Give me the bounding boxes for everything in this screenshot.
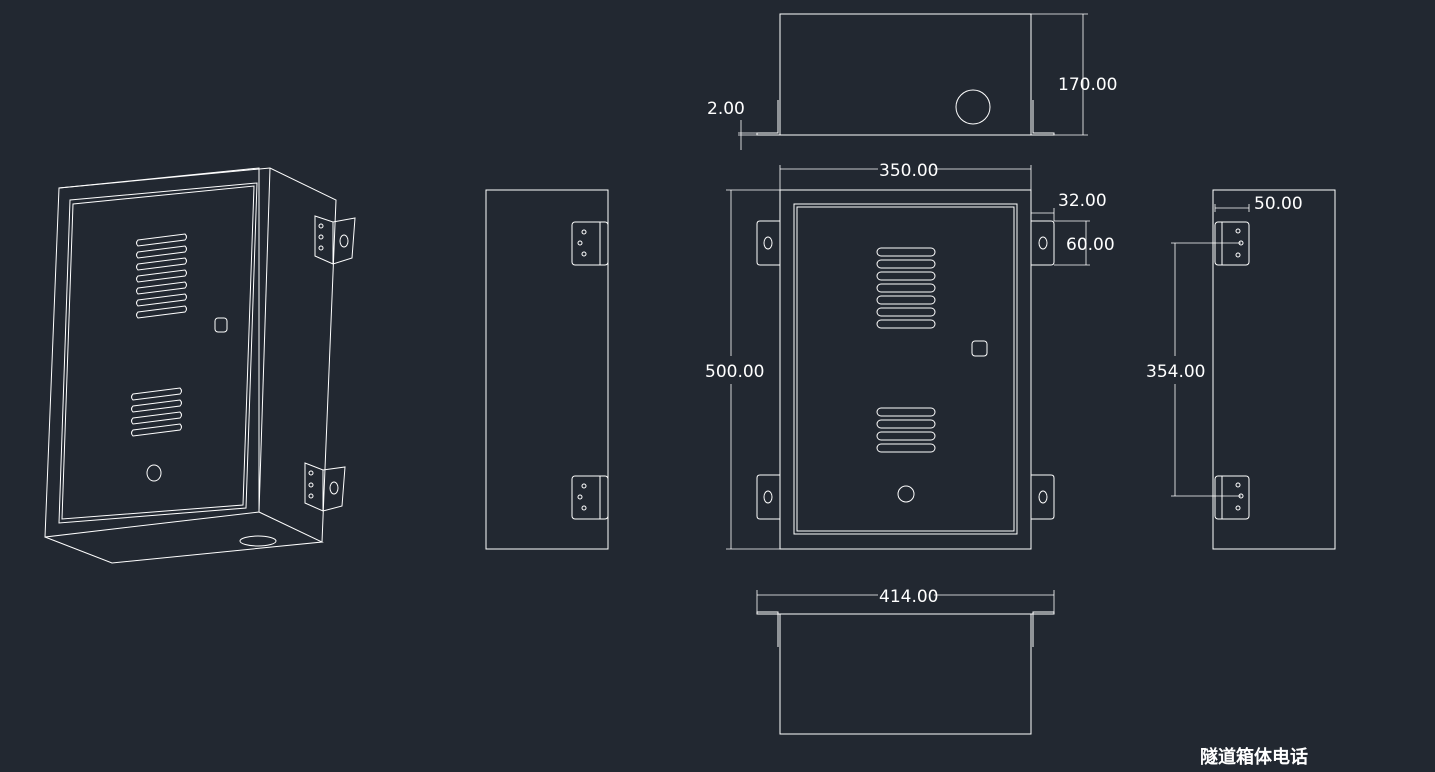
iso-lock-icon <box>214 317 228 333</box>
right-side-outline <box>1212 189 1336 550</box>
right-bottom-bracket <box>1214 475 1250 520</box>
front-upper-vents <box>876 247 936 329</box>
dim-front-width: 350.00 <box>879 161 938 181</box>
top-view: 170.00 2.00 <box>707 13 1117 150</box>
front-ear-bottom-right <box>1031 474 1055 520</box>
front-lower-vents <box>876 407 936 453</box>
iso-door-inner <box>61 185 255 520</box>
side-top-bracket <box>571 221 609 266</box>
top-view-cable-hole-icon <box>955 89 991 125</box>
dim-top-height: 170.00 <box>1058 75 1117 95</box>
front-button-icon <box>897 485 915 503</box>
isometric-view <box>44 167 356 564</box>
iso-cable-hole-icon <box>239 535 277 547</box>
iso-box-front-face <box>44 167 260 538</box>
side-bottom-bracket <box>571 475 609 520</box>
iso-box-top-edge <box>58 167 337 543</box>
iso-door-outer <box>58 182 258 524</box>
front-ear-top-right <box>1031 220 1055 266</box>
iso-top-bracket <box>314 215 356 265</box>
dim-bracket-height: 60.00 <box>1066 235 1115 255</box>
dim-side-depth: 50.00 <box>1254 194 1303 214</box>
iso-button-icon <box>146 464 162 482</box>
front-lock-icon <box>971 340 988 357</box>
front-view: 350.00 500.00 32.00 60.00 <box>705 161 1115 550</box>
iso-box-bottom-face <box>44 511 324 564</box>
dim-front-height: 500.00 <box>705 362 764 382</box>
bottom-view: 414.00 <box>756 587 1055 735</box>
iso-box-front-right-edge <box>258 167 271 513</box>
iso-bottom-bracket <box>304 462 346 512</box>
dim-top-thickness: 2.00 <box>707 99 745 119</box>
dim-bottom-width: 414.00 <box>879 587 938 607</box>
bottom-view-outline <box>779 613 1032 735</box>
drawing-caption: 隧道箱体电话 <box>1200 746 1308 768</box>
side-view-outline <box>485 189 609 550</box>
front-ear-bottom-left <box>756 474 780 520</box>
iso-upper-vents <box>136 233 187 319</box>
front-door-inner <box>796 206 1015 532</box>
right-top-bracket <box>1214 221 1250 266</box>
left-side-view <box>485 189 609 550</box>
dim-side-hole-spacing: 354.00 <box>1146 362 1205 382</box>
front-ear-top-left <box>756 220 780 266</box>
dim-bracket-offset: 32.00 <box>1058 191 1107 211</box>
right-side-view: 50.00 354.00 <box>1146 189 1336 550</box>
front-view-outline <box>779 189 1032 550</box>
front-door-outer <box>793 203 1018 535</box>
iso-lower-vents <box>131 387 182 437</box>
top-view-outline <box>779 13 1032 136</box>
